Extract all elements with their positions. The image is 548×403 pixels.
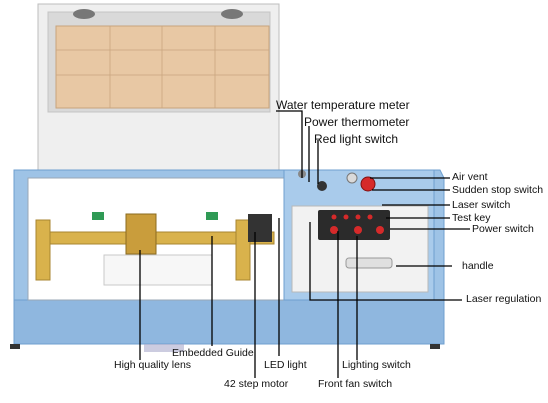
label-laser-switch: Laser switch <box>452 199 511 211</box>
label-handle: handle <box>462 260 494 272</box>
lid-vent-right <box>221 9 243 19</box>
open-lid <box>37 3 280 171</box>
leader-lines <box>139 110 470 378</box>
laser-head <box>125 213 157 255</box>
label-lighting-switch: Lighting switch <box>342 359 411 371</box>
handle-graphic <box>345 257 393 269</box>
label-led-light: LED light <box>264 359 307 371</box>
leader-water-temp <box>276 110 303 178</box>
label-water-temperature-meter: Water temperature meter <box>276 98 410 112</box>
label-power-thermometer: Power thermometer <box>304 115 410 129</box>
gantry <box>35 212 275 286</box>
label-front-fan-switch: Front fan switch <box>318 378 393 390</box>
label-42-step-motor: 42 step motor <box>224 378 289 390</box>
control-display <box>318 210 390 240</box>
label-sudden-stop-switch: Sudden stop switch <box>452 184 544 196</box>
label-laser-regulation: Laser regulation <box>466 293 542 305</box>
lid-vent-left <box>73 9 95 19</box>
motor-graphic <box>248 214 272 242</box>
label-power-switch: Power switch <box>472 223 534 235</box>
label-test-key: Test key <box>452 212 491 224</box>
label-high-quality-lens: High quality lens <box>114 359 192 371</box>
label-red-light-switch: Red light switch <box>314 132 399 146</box>
label-embedded-guide: Embedded Guide <box>172 347 254 359</box>
machine-body <box>10 169 445 352</box>
panel-controls <box>298 170 384 234</box>
work-bed <box>103 254 213 286</box>
label-air-vent: Air vent <box>452 171 488 183</box>
acrylic-window <box>55 25 270 109</box>
